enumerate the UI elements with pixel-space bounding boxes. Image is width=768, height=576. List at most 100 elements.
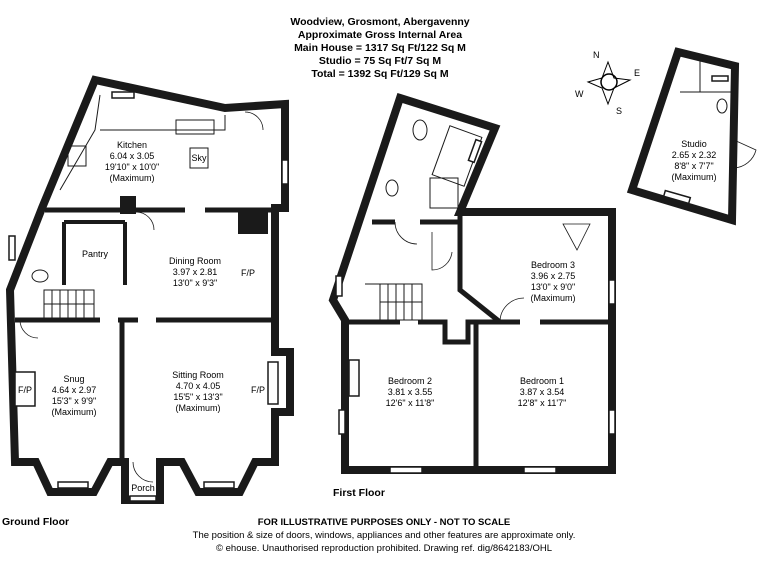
room-bedroom2: Bedroom 2 3.81 x 3.55 12'6" x 11'8" bbox=[386, 376, 435, 408]
bedroom1-imperial: 12'8" x 11'7" bbox=[518, 398, 567, 408]
bedroom3-door-swing bbox=[499, 297, 525, 323]
snug-fireplace-label: F/P bbox=[18, 385, 32, 395]
plan-header: Woodview, Grosmont, Abergavenny Approxim… bbox=[230, 16, 530, 81]
sitting-name: Sitting Room bbox=[172, 370, 224, 380]
bedroom2-name: Bedroom 2 bbox=[388, 376, 432, 386]
dining-chimney bbox=[238, 208, 268, 234]
first-floor-windows bbox=[335, 138, 616, 474]
first-floor-stairs bbox=[365, 283, 423, 321]
ground-floor-stairs bbox=[43, 289, 95, 319]
porch-label: Porch bbox=[131, 483, 155, 493]
ground-floor-windows bbox=[8, 91, 289, 502]
hall-door-swing bbox=[19, 319, 39, 339]
sitting-fireplace bbox=[267, 361, 279, 405]
room-kitchen: Kitchen 6.04 x 3.05 19'10" x 10'0" (Maxi… bbox=[105, 140, 159, 183]
area-title: Approximate Gross Internal Area bbox=[297, 29, 463, 41]
property-address: Woodview, Grosmont, Abergavenny bbox=[290, 16, 470, 28]
snug-name: Snug bbox=[63, 374, 84, 384]
studio-name: Studio bbox=[681, 139, 707, 149]
pantry-label: Pantry bbox=[82, 249, 109, 259]
studio-outer-wall bbox=[626, 47, 740, 226]
snug-imperial: 15'3" x 9'9" bbox=[52, 396, 96, 406]
bedroom2-metric: 3.81 x 3.55 bbox=[388, 387, 433, 397]
kitchen-name: Kitchen bbox=[117, 140, 147, 150]
sitting-metric: 4.70 x 4.05 bbox=[176, 381, 221, 391]
bedroom3-note: (Maximum) bbox=[531, 293, 576, 303]
bedroom3-wall bbox=[457, 212, 612, 325]
bedroom3-imperial: 13'0" x 9'0" bbox=[531, 282, 575, 292]
ground-floor-outer-wall bbox=[5, 75, 294, 504]
kitchen-note: (Maximum) bbox=[110, 173, 155, 183]
bedroom1-metric: 3.87 x 3.54 bbox=[520, 387, 565, 397]
bedroom2-imperial: 12'6" x 11'8" bbox=[386, 398, 435, 408]
studio-note: (Maximum) bbox=[672, 172, 717, 182]
room-sitting: Sitting Room 4.70 x 4.05 15'5" x 13'3" (… bbox=[172, 370, 224, 413]
room-dining: Dining Room 3.97 x 2.81 13'0" x 9'3" bbox=[169, 256, 221, 288]
compass-n: N bbox=[593, 50, 600, 60]
studio-window bbox=[662, 189, 692, 205]
bedroom3-cupboard bbox=[562, 223, 591, 251]
toilet bbox=[412, 119, 428, 141]
kitchen-pillar bbox=[120, 196, 136, 214]
dining-imperial: 13'0" x 9'3" bbox=[173, 278, 217, 288]
sitting-note: (Maximum) bbox=[176, 403, 221, 413]
shower bbox=[429, 177, 459, 209]
bedroom3-name: Bedroom 3 bbox=[531, 260, 575, 270]
bedroom2-chimney bbox=[348, 359, 360, 397]
kitchen-worktop bbox=[59, 94, 226, 191]
dining-name: Dining Room bbox=[169, 256, 221, 266]
first-floor-label: First Floor bbox=[333, 487, 385, 499]
basin bbox=[385, 179, 399, 197]
bathroom-door-swing bbox=[394, 221, 418, 245]
pantry-wall bbox=[62, 220, 127, 285]
studio-shower-wall bbox=[680, 60, 732, 93]
compass-w: W bbox=[575, 89, 584, 99]
room-bedroom1: Bedroom 1 3.87 x 3.54 12'8" x 11'7" bbox=[518, 376, 567, 408]
studio-door-swing bbox=[733, 139, 757, 169]
compass-e: E bbox=[634, 68, 640, 78]
main-house-area: Main House = 1317 Sq Ft/122 Sq M bbox=[294, 42, 466, 54]
studio-plan bbox=[626, 47, 757, 226]
sitting-fireplace-label: F/P bbox=[251, 385, 265, 395]
studio-area: Studio = 75 Sq Ft/7 Sq M bbox=[318, 55, 442, 67]
studio-window-2 bbox=[711, 75, 729, 82]
disclaimer: FOR ILLUSTRATIVE PURPOSES ONLY - NOT TO … bbox=[257, 517, 511, 528]
copyright: © ehouse. Unauthorised reproduction proh… bbox=[215, 543, 552, 554]
compass-rose-icon bbox=[586, 60, 632, 106]
sitting-imperial: 15'5" x 13'3" bbox=[173, 392, 222, 402]
kitchen-sink bbox=[175, 119, 215, 135]
room-bedroom3: Bedroom 3 3.96 x 2.75 13'0" x 9'0" (Maxi… bbox=[531, 260, 576, 303]
studio-basin bbox=[716, 98, 728, 114]
studio-imperial: 8'8" x 7'7" bbox=[674, 161, 713, 171]
skylight-label: Sky bbox=[191, 153, 207, 163]
kitchen-metric: 6.04 x 3.05 bbox=[110, 151, 155, 161]
room-studio: Studio 2.65 x 2.32 8'8" x 7'7" (Maximum) bbox=[672, 139, 717, 182]
plan-footer: FOR ILLUSTRATIVE PURPOSES ONLY - NOT TO … bbox=[0, 516, 768, 555]
dining-door-swing bbox=[135, 211, 155, 231]
snug-note: (Maximum) bbox=[52, 407, 97, 417]
first-floor-outer-wall bbox=[328, 92, 616, 474]
ground-floor-label: Ground Floor bbox=[2, 516, 69, 528]
room-snug: Snug 4.64 x 2.97 15'3" x 9'9" (Maximum) bbox=[52, 374, 97, 417]
compass: N E W S bbox=[575, 50, 640, 116]
ground-floor-plan bbox=[5, 75, 294, 504]
dining-metric: 3.97 x 2.81 bbox=[173, 267, 218, 277]
compass-s: S bbox=[616, 106, 622, 116]
kitchen-hob bbox=[67, 145, 87, 167]
studio-metric: 2.65 x 2.32 bbox=[672, 150, 717, 160]
dining-fireplace-label: F/P bbox=[241, 268, 255, 278]
first-floor-plan bbox=[328, 92, 616, 474]
bedroom3-metric: 3.96 x 2.75 bbox=[531, 271, 576, 281]
bathroom-wall bbox=[372, 212, 463, 225]
pantry-basin bbox=[31, 269, 49, 283]
landing-wall bbox=[345, 319, 520, 345]
accuracy-note: The position & size of doors, windows, a… bbox=[192, 530, 576, 541]
skylight bbox=[189, 147, 209, 169]
bedroom1-name: Bedroom 1 bbox=[520, 376, 564, 386]
kitchen-door-swing bbox=[244, 111, 264, 131]
snug-fireplace bbox=[14, 371, 36, 407]
snug-metric: 4.64 x 2.97 bbox=[52, 385, 97, 395]
total-area: Total = 1392 Sq Ft/129 Sq M bbox=[311, 68, 449, 80]
landing-door-swing bbox=[431, 232, 453, 271]
